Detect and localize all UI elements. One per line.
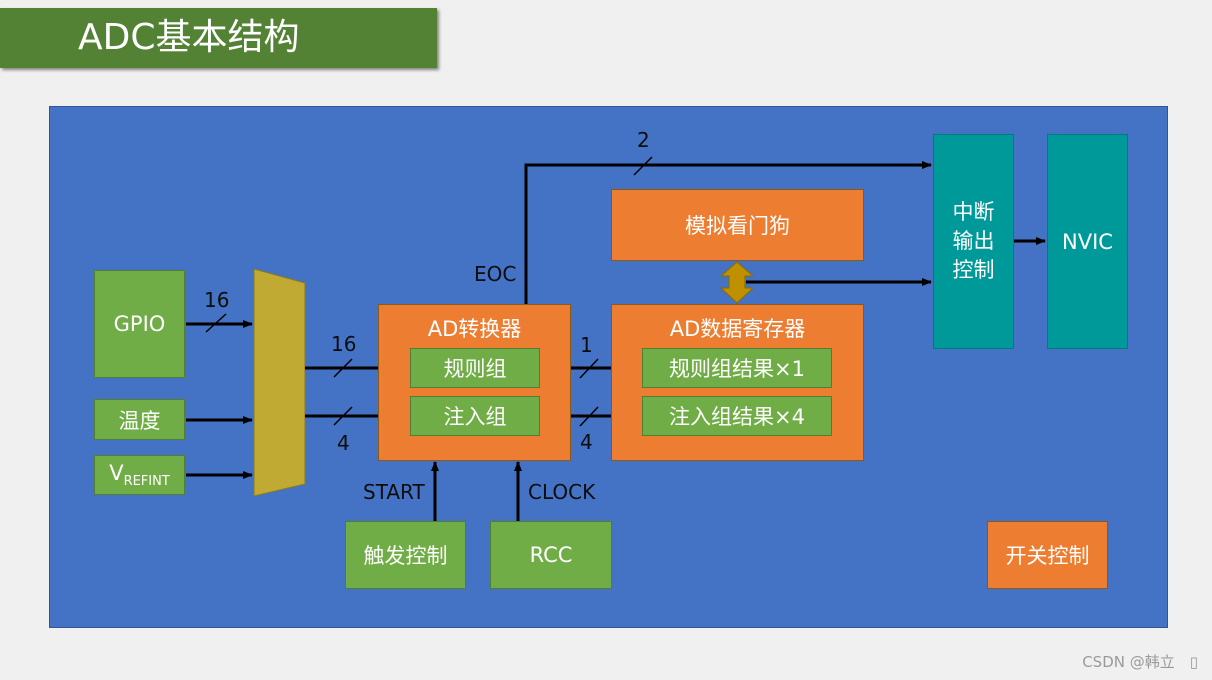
temperature-box: 温度 [94, 399, 185, 440]
vrefint-box: VREFINT [94, 455, 185, 495]
eoc-label: EOC [474, 262, 517, 286]
nvic-label: NVIC [1062, 229, 1113, 254]
gpio-bus-width: 16 [204, 288, 230, 312]
analog-watchdog-box: 模拟看门狗 [611, 189, 864, 261]
injected-bus-width: 4 [337, 431, 350, 455]
vrefint-sub: REFINT [123, 474, 170, 490]
title-banner: ADC基本结构 [0, 8, 437, 68]
trigger-control-label: 触发控制 [363, 544, 448, 568]
rcc-label: RCC [529, 543, 573, 567]
regular-result-box: 规则组结果×1 [642, 348, 832, 388]
interrupt-label-line1: 中断 [952, 200, 995, 224]
ad-data-register-title: AD数据寄存器 [669, 317, 806, 341]
trigger-control-box: 触发控制 [345, 521, 466, 589]
injected-group-box: 注入组 [410, 396, 540, 436]
temperature-label: 温度 [118, 408, 161, 433]
regular-group-box: 规则组 [410, 348, 540, 388]
regular-result-bus-width: 1 [580, 333, 593, 357]
injected-result-label: 注入组结果×4 [669, 405, 805, 429]
clock-label: CLOCK [528, 480, 596, 504]
eoc-bus-width: 2 [637, 128, 650, 152]
gpio-label: GPIO [113, 312, 166, 336]
injected-group-label: 注入组 [443, 405, 507, 429]
page-title: ADC基本结构 [78, 17, 300, 58]
nvic-box: NVIC [1047, 134, 1128, 349]
watermark: CSDN @韩立 ▯ [1082, 653, 1198, 671]
gpio-box: GPIO [94, 270, 185, 378]
vrefint-label: VREFINT [109, 461, 170, 489]
regular-group-label: 规则组 [443, 357, 507, 381]
injected-result-bus-width: 4 [580, 430, 593, 454]
start-label: START [363, 480, 425, 504]
interrupt-label-line3: 控制 [952, 258, 995, 282]
switch-control-label: 开关控制 [1005, 544, 1090, 568]
regular-result-label: 规则组结果×1 [669, 357, 805, 381]
interrupt-output-control-box: 中断 输出 控制 [933, 134, 1014, 349]
injected-result-box: 注入组结果×4 [642, 396, 832, 436]
switch-control-box: 开关控制 [987, 521, 1108, 589]
ad-converter-title: AD转换器 [427, 317, 522, 341]
vrefint-main: V [109, 460, 124, 485]
analog-watchdog-label: 模拟看门狗 [685, 214, 790, 238]
rcc-box: RCC [490, 521, 612, 589]
interrupt-label-line2: 输出 [952, 229, 995, 253]
regular-bus-width: 16 [331, 332, 357, 356]
